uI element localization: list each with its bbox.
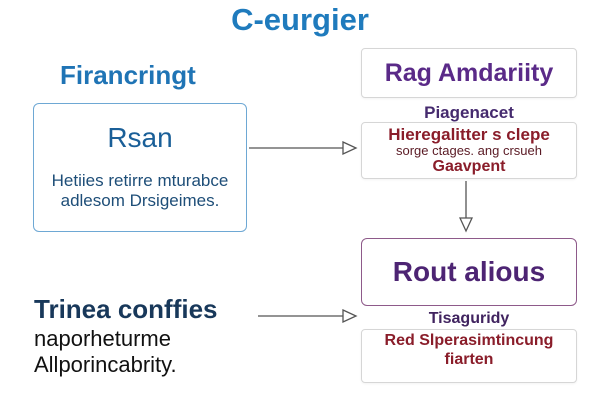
right-box-2	[361, 122, 577, 179]
left-box-body-line-2: adlesom Drsigeimes.	[60, 191, 220, 210]
right-box-4-line-2: fiarten	[444, 351, 494, 368]
right-box-3-label: Rout alious	[392, 256, 546, 287]
bottom-heading: Trinea conffies	[34, 294, 218, 324]
left-box-body: Hetiies retirre mturabce adlesom Drsigei…	[33, 171, 247, 211]
right-subtitle-1: Piagenacet	[424, 103, 514, 122]
right-box-2-line-1: Hieregalitter s clepe	[388, 125, 550, 144]
left-heading: Firancringt	[60, 60, 196, 90]
left-box-title: Rsan	[107, 122, 173, 153]
right-box-4-line-1: Red Slperasimtincung	[384, 332, 554, 349]
right-box-2-line-2: sorge ctages. ang crsueh	[396, 143, 542, 158]
left-box	[33, 103, 247, 232]
right-subtitle-2: Tisaguridy	[428, 310, 510, 327]
left-box-body-line-1: Hetiies retirre mturabce	[51, 171, 229, 190]
right-box-4	[361, 329, 577, 383]
right-box-3	[361, 238, 577, 306]
diagram-title: C-eurgier	[231, 2, 369, 37]
right-box-1	[361, 48, 577, 98]
arrow-bottom-heading-to-right-box-4	[258, 308, 358, 324]
bottom-text-line-1: naporheturme	[34, 326, 171, 351]
right-box-1-label: Rag Amdariity	[384, 59, 554, 87]
arrow-right-box-2-to-right-box-3	[458, 181, 474, 233]
arrow-left-box-to-right-box-2	[249, 140, 358, 156]
bottom-text-line-2: Allporincabrity.	[34, 352, 177, 377]
right-box-2-line-3: Gaavpent	[432, 158, 506, 175]
